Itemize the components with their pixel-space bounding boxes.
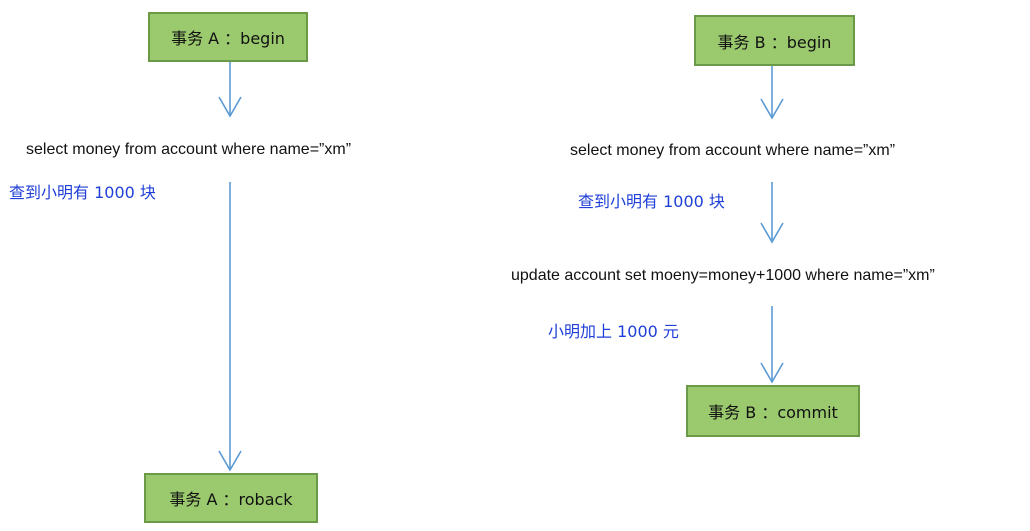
transaction-a-query: select money from account where name=”xm… bbox=[26, 141, 352, 158]
arrowhead-a-2 bbox=[218, 450, 242, 472]
transaction-b-result-note: 查到小明有 1000 块 bbox=[578, 192, 725, 211]
transaction-b-begin-box: 事务 B ：begin bbox=[694, 15, 855, 66]
transaction-b-end-label: 事务 B ：commit bbox=[708, 403, 838, 422]
arrowhead-a-1 bbox=[218, 96, 242, 118]
arrowhead-b-2 bbox=[760, 222, 784, 244]
transaction-b-begin-label: 事务 B ：begin bbox=[717, 32, 832, 52]
transaction-b-query: select money from account where name=”xm… bbox=[570, 142, 896, 159]
transaction-a-end-label: 事务 A ：roback bbox=[169, 490, 293, 509]
transaction-a-begin-label: 事务 A ：begin bbox=[171, 29, 285, 48]
transaction-a-begin-box: 事务 A ：begin bbox=[148, 12, 308, 62]
arrowhead-b-3 bbox=[760, 362, 784, 384]
transaction-a-end-box: 事务 A ：roback bbox=[144, 473, 318, 523]
transaction-b-end-box: 事务 B ：commit bbox=[686, 385, 860, 437]
transaction-b-update: update account set moeny=money+1000 wher… bbox=[511, 267, 935, 284]
transaction-a-result-note: 查到小明有 1000 块 bbox=[9, 183, 156, 202]
transaction-b-update-note: 小明加上 1000 元 bbox=[548, 322, 679, 341]
arrowhead-b-1 bbox=[760, 98, 784, 120]
